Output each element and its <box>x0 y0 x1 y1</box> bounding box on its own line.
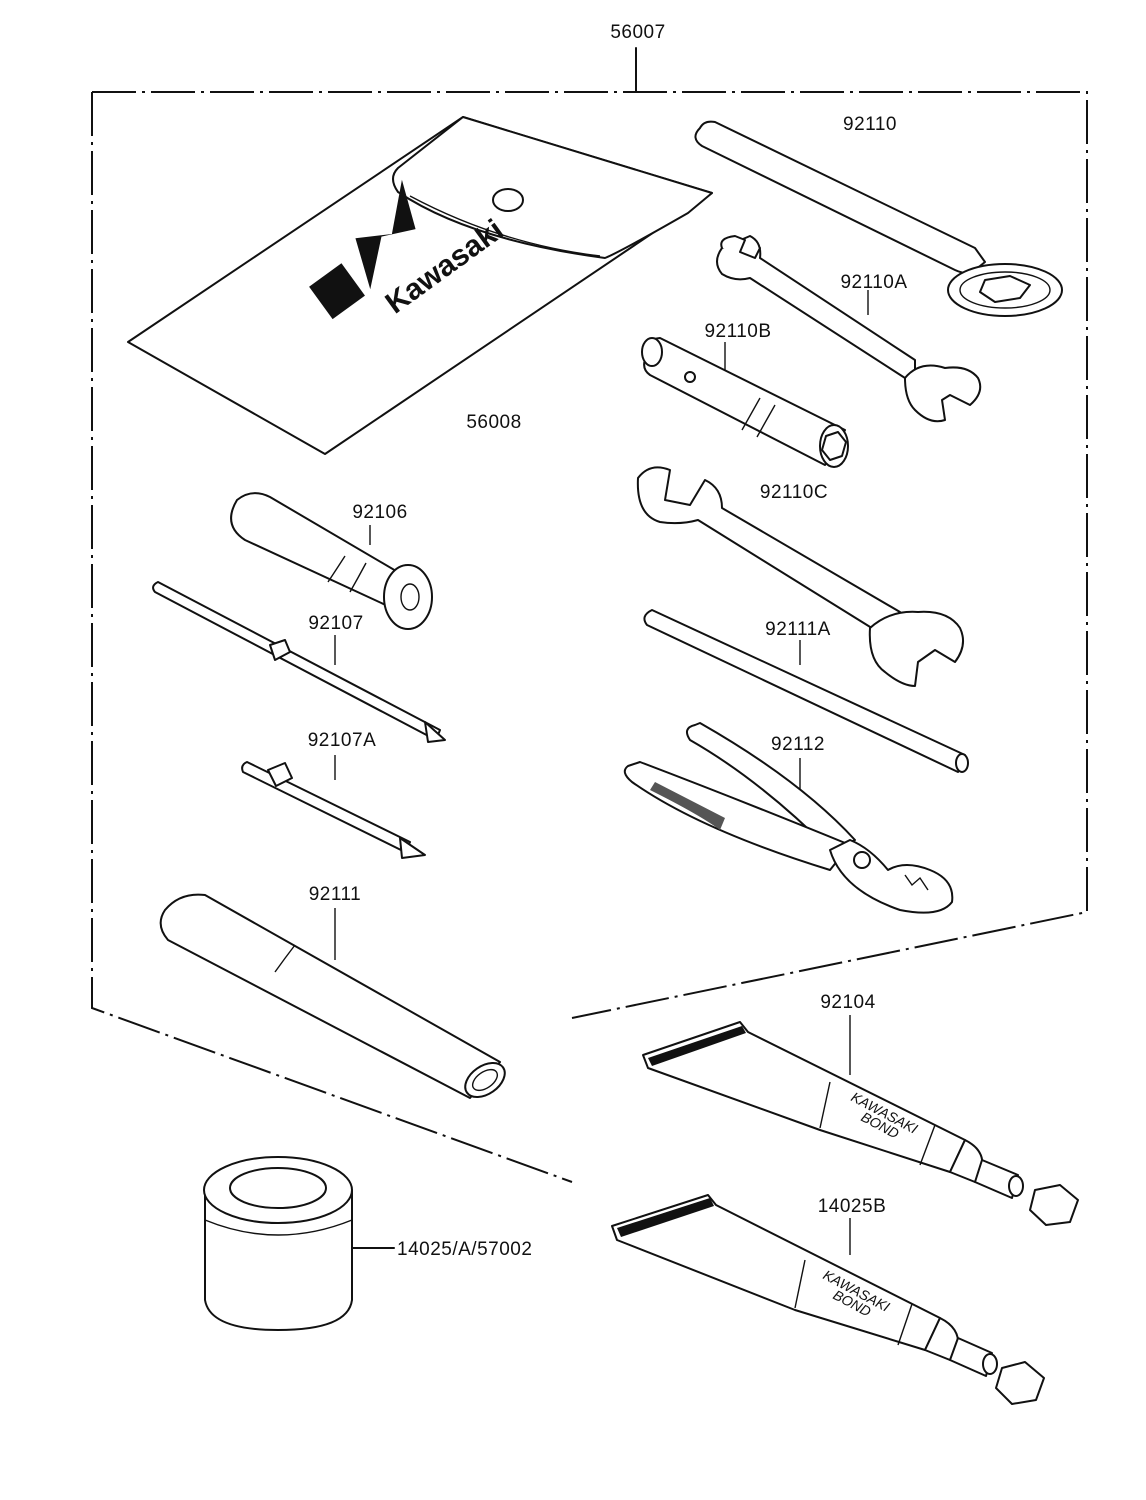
label-grease-can: 14025/A/57002 <box>397 1239 532 1260</box>
label-pliers: 92112 <box>771 734 825 755</box>
ring-wrench <box>694 120 1063 317</box>
extension-handle <box>159 893 506 1099</box>
screwdriver-shaft <box>152 581 446 743</box>
label-screwdriver-shaft: 92107 <box>308 613 363 634</box>
label-screwdriver-grip: 92106 <box>352 502 407 523</box>
bond-tube-1: KAWASAKI BOND <box>642 1021 1079 1226</box>
tommy-bar <box>643 609 969 773</box>
label-open-wrench-c: 92110C <box>760 482 828 503</box>
plug-wrench <box>641 337 849 468</box>
label-plug-wrench: 92110B <box>704 321 771 342</box>
bond-tube-2: KAWASAKI BOND <box>611 1194 1045 1405</box>
grease-can <box>203 1156 395 1331</box>
open-wrench-a <box>716 235 982 423</box>
label-extension-handle: 92111 <box>309 884 362 905</box>
label-open-wrench-a: 92110A <box>840 272 907 293</box>
label-ring-wrench: 92110 <box>843 114 897 135</box>
pliers <box>623 722 954 914</box>
label-kit: 56007 <box>610 22 665 43</box>
open-wrench-c <box>636 466 965 687</box>
label-tommy-bar: 92111A <box>765 619 831 640</box>
screwdriver-shaft-a <box>241 761 426 859</box>
part-labels: 56007 56008 92110 92110A 92110B 92110C 9… <box>308 22 907 1260</box>
tool-pouch: Kawasaki <box>127 116 713 455</box>
label-pouch: 56008 <box>466 412 521 433</box>
label-bond-tube-1: 92104 <box>820 992 875 1013</box>
leader-lines <box>334 290 869 1255</box>
screwdriver-grip <box>230 492 433 630</box>
kit-boundary <box>91 47 1088 1183</box>
label-bond-tube-2: 14025B <box>818 1196 887 1217</box>
label-screwdriver-shaft-a: 92107A <box>308 730 377 751</box>
